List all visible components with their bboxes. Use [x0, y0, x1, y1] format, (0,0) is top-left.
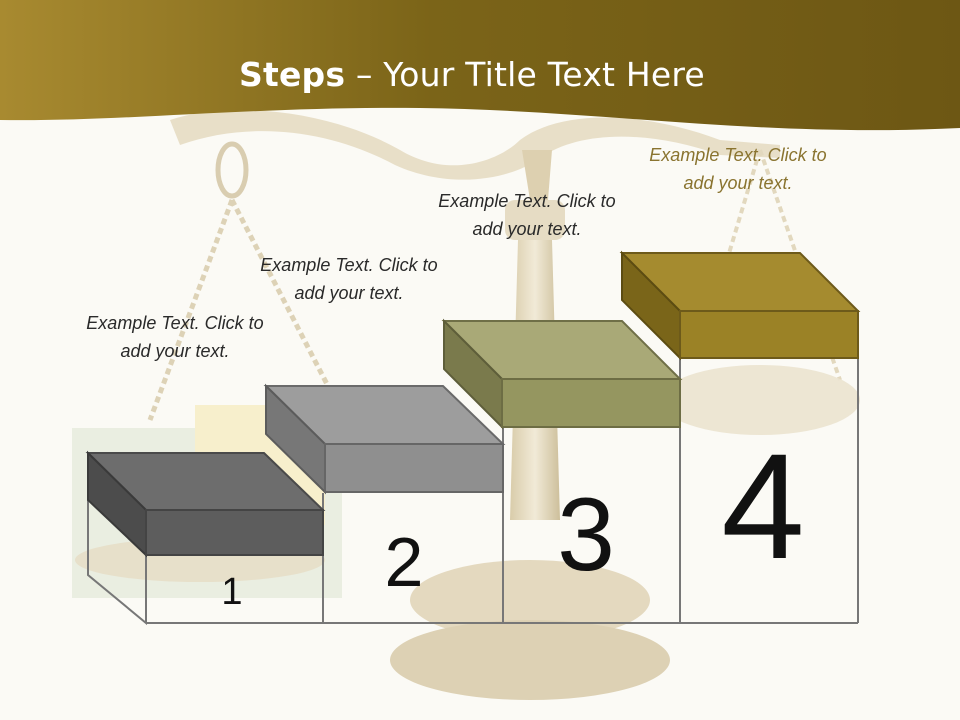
right-pan [660, 365, 860, 435]
step-caption-4[interactable]: Example Text. Click to add your text. [649, 145, 827, 193]
step-number-2: 2 [385, 523, 424, 601]
step-caption-1[interactable]: Example Text. Click to add your text. [86, 313, 264, 361]
step-block-1[interactable] [85, 450, 326, 558]
scale-beam [170, 110, 780, 180]
step-caption-2[interactable]: Example Text. Click to add your text. [260, 255, 438, 303]
title-bold: Steps [239, 55, 346, 94]
step-number-3: 3 [557, 477, 615, 593]
step-number-1: 1 [221, 571, 242, 613]
header-band [0, 0, 960, 131]
scale-ring [215, 141, 249, 199]
scale-base-top [410, 560, 650, 640]
step-caption-3[interactable]: Example Text. Click to add your text. [438, 191, 616, 239]
step-number-4: 4 [721, 422, 804, 590]
step-block-2[interactable] [263, 383, 506, 495]
slide-title[interactable]: Steps – Your Title Text Here [0, 55, 944, 94]
step-block-4[interactable] [619, 250, 861, 361]
title-rest: – Your Title Text Here [345, 55, 705, 94]
pillar-knob [505, 200, 565, 240]
left-chain [147, 198, 333, 421]
pillar-top [522, 150, 552, 200]
step-block-3[interactable] [441, 318, 683, 430]
scale-base [390, 620, 670, 700]
